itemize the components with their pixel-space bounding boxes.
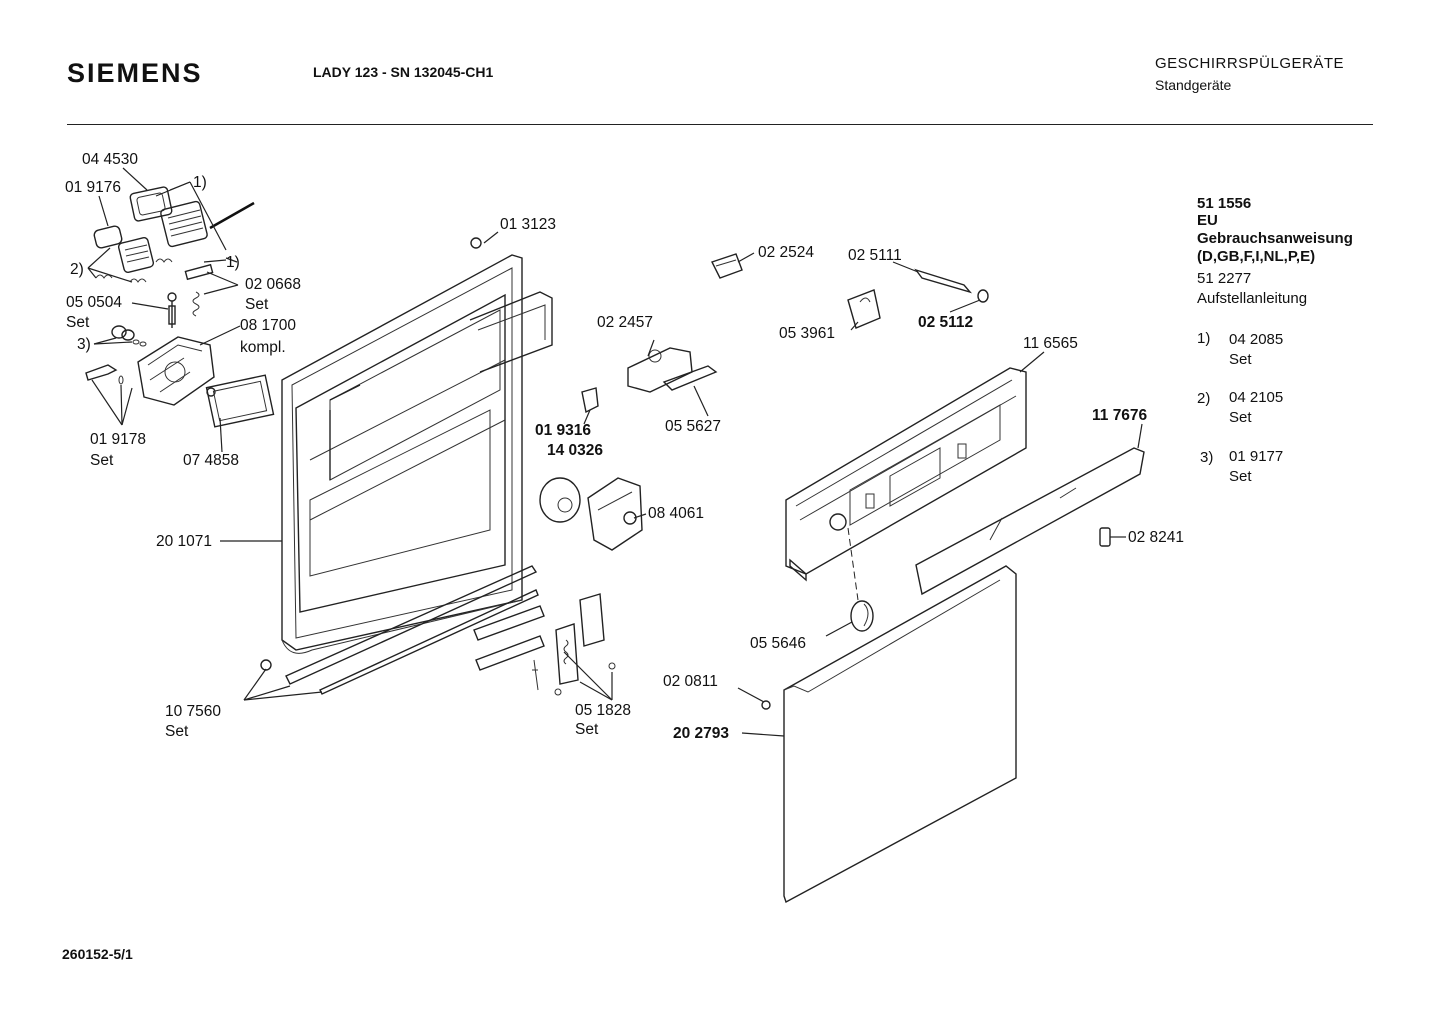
set-label-050504: Set [66,314,90,331]
part-label-019316: 01 9316 [535,422,592,439]
part-label-022524: 02 2524 [758,244,815,261]
subcategory-title: Standgeräte [1155,77,1232,93]
control-panel-housing [785,367,1027,582]
set-label-019178: Set [90,452,114,469]
category-title: GESCHIRRSPÜLGERÄTE [1155,55,1345,72]
note-3-mark: 3) [1200,449,1214,466]
part-label-117676: 11 7676 [1092,407,1148,424]
note-2-part: 04 2105 [1229,389,1284,406]
kompl-label-081700: kompl. [240,339,286,356]
install-title: Aufstellanleitung [1197,290,1308,307]
install-number: 51 2277 [1197,270,1252,287]
note-1-part: 04 2085 [1229,331,1284,348]
doc-languages: (D,GB,F,I,NL,P,E) [1197,248,1316,265]
set-label-107560: Set [165,723,189,740]
part-label-107560: 10 7560 [165,703,222,720]
doc-region: EU [1197,212,1218,229]
control-knob-parts [85,186,275,428]
part-label-140326: 14 0326 [547,442,604,459]
part-label-050504: 05 0504 [66,294,123,311]
model-title: LADY 123 - SN 132045-CH1 [313,64,494,80]
part-label-013123: 01 3123 [500,216,557,233]
part-label-019176: 01 9176 [65,179,122,196]
doc-title: Gebrauchsanweisung [1197,230,1353,247]
part-label-019178: 01 9178 [90,431,147,448]
part-label-028241: 02 8241 [1128,529,1185,546]
note-mark-3: 3) [77,336,91,353]
note-3-part: 01 9177 [1229,448,1284,465]
part-label-044530: 04 4530 [82,151,139,168]
part-label-055627: 05 5627 [665,418,722,435]
part-label-074858: 07 4858 [183,452,240,469]
inner-door-frame [281,254,553,654]
set-label-051828: Set [575,721,599,738]
part-label-116565: 11 6565 [1023,335,1078,352]
screw-part [470,237,482,249]
set-label-020668: Set [245,296,269,313]
document-code: 260152-5/1 [62,946,133,962]
brand-logo: SIEMENS [67,58,203,88]
note-2-mark: 2) [1197,390,1211,407]
note-2-set: Set [1229,409,1252,426]
part-label-051828: 05 1828 [575,702,632,719]
part-label-020668: 02 0668 [245,276,302,293]
hinge-rails [260,565,616,696]
part-label-055646: 05 5646 [750,635,807,652]
note-1-mark: 1) [1197,330,1211,347]
doc-number: 51 1556 [1197,195,1252,212]
part-label-025111: 02 5111 [848,247,902,264]
note-mark-1b: 1) [226,254,240,271]
note-mark-1a: 1) [193,174,207,191]
header-divider [67,124,1373,125]
part-label-202793: 20 2793 [673,725,730,742]
part-label-201071: 20 1071 [156,533,213,550]
part-label-081700: 08 1700 [240,317,297,334]
center-switch-parts [539,253,989,551]
part-label-020811: 02 0811 [663,673,718,690]
outer-door-panel [761,447,1145,904]
part-label-025112: 02 5112 [918,314,974,331]
note-mark-2: 2) [70,261,84,278]
part-label-022457: 02 2457 [597,314,654,331]
part-label-084061: 08 4061 [648,505,705,522]
leader-lines [87,167,1143,737]
note-1-set: Set [1229,351,1252,368]
part-label-053961: 05 3961 [779,325,836,342]
note-3-set: Set [1229,468,1252,485]
